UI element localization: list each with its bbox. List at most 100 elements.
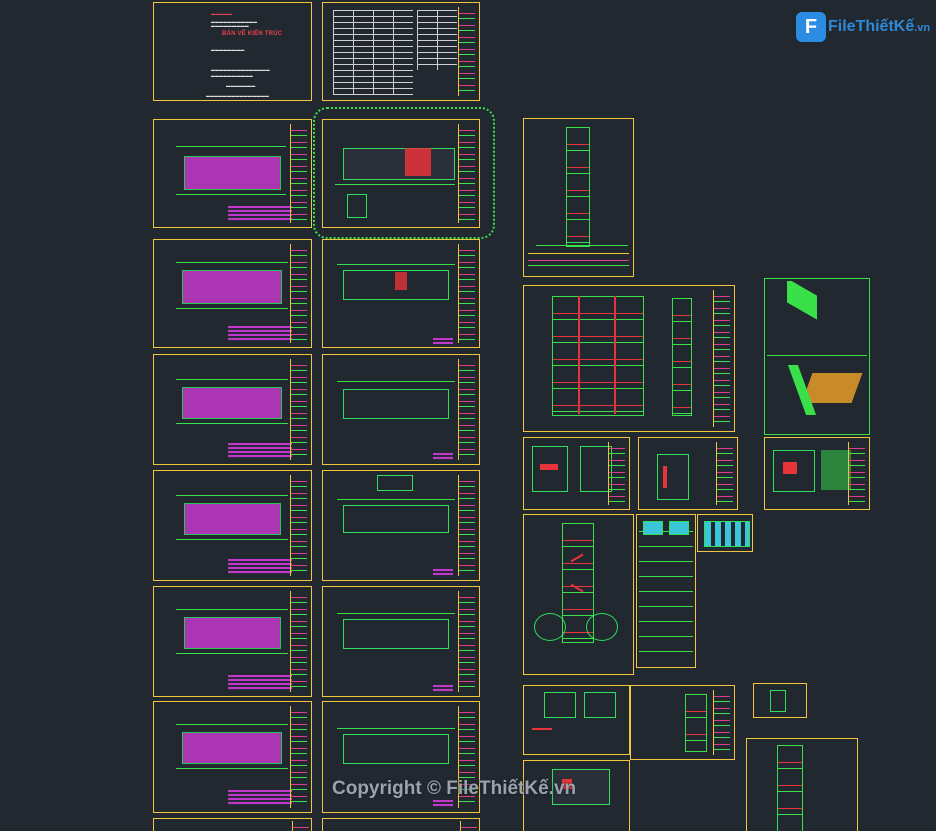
building-section bbox=[552, 296, 644, 416]
dimension-line bbox=[337, 264, 455, 265]
copyright-watermark: Copyright © FileThiếtKế.vn bbox=[332, 778, 577, 799]
door-schedule-sheet[interactable] bbox=[697, 514, 753, 552]
tree-symbol bbox=[586, 613, 618, 641]
sheet-content bbox=[526, 121, 631, 274]
room-legend bbox=[228, 559, 292, 575]
detail-sheet[interactable] bbox=[523, 437, 630, 510]
room-legend bbox=[433, 453, 453, 461]
floor-plan-sheet[interactable] bbox=[153, 239, 312, 348]
door-detail bbox=[704, 521, 750, 547]
detail-plan bbox=[377, 475, 413, 491]
detail-sheet[interactable] bbox=[523, 685, 630, 755]
detail-element bbox=[532, 728, 552, 730]
title-block bbox=[608, 442, 625, 505]
floor-plan-sheet[interactable] bbox=[322, 470, 480, 581]
section-line bbox=[405, 148, 431, 176]
sheet-content bbox=[641, 440, 735, 507]
sheet-content bbox=[325, 242, 477, 345]
floor-plan-sheet[interactable] bbox=[153, 119, 312, 228]
cover-line: ▬▬▬▬▬▬▬▬▬ bbox=[211, 23, 249, 28]
sheet-content bbox=[526, 288, 732, 429]
gate-elevation bbox=[685, 694, 707, 752]
dimension-line bbox=[176, 495, 288, 496]
drawing-list-table-left bbox=[333, 10, 413, 95]
title-block bbox=[458, 124, 475, 223]
title-block bbox=[290, 124, 307, 223]
window-detail bbox=[669, 521, 689, 535]
dimension-line bbox=[176, 423, 288, 424]
dimension-line bbox=[176, 262, 288, 263]
stair-section-sheet[interactable] bbox=[523, 514, 634, 675]
sheet-content bbox=[639, 517, 693, 665]
detail-sheet[interactable] bbox=[630, 685, 735, 760]
room-legend bbox=[228, 443, 292, 459]
sheet-content bbox=[325, 704, 477, 810]
floor-plan-sheet[interactable] bbox=[322, 586, 480, 697]
dimension-line bbox=[337, 499, 455, 500]
detail-plan bbox=[773, 450, 815, 492]
elevation-sheet[interactable] bbox=[523, 118, 634, 277]
floor-plan bbox=[182, 387, 282, 419]
detail-sheet[interactable] bbox=[523, 760, 630, 831]
floor-plan-sheet[interactable] bbox=[153, 818, 312, 831]
room-legend bbox=[228, 326, 292, 342]
window-schedule-sheet[interactable] bbox=[636, 514, 696, 668]
title-block bbox=[528, 253, 629, 272]
detail-sheet[interactable] bbox=[638, 437, 738, 510]
section-sheet[interactable] bbox=[523, 285, 735, 432]
floor-plan bbox=[343, 389, 449, 419]
drawing-list-sheet[interactable] bbox=[322, 2, 480, 101]
detail-sheet[interactable] bbox=[753, 683, 807, 718]
room-legend bbox=[228, 790, 292, 806]
floor-plan-sheet[interactable] bbox=[153, 354, 312, 465]
dimension-line bbox=[176, 768, 288, 769]
sheet-content bbox=[526, 763, 627, 831]
detail-sheet[interactable] bbox=[764, 437, 870, 510]
detail-plan bbox=[544, 692, 576, 718]
detail-plan bbox=[770, 690, 786, 712]
floor-plan-sheet[interactable] bbox=[322, 354, 480, 465]
side-elevation bbox=[672, 298, 692, 416]
detail-sheet[interactable] bbox=[764, 278, 870, 435]
dimension-line bbox=[176, 379, 288, 380]
floor-plan-sheet[interactable] bbox=[153, 470, 312, 581]
floor-plan-sheet[interactable] bbox=[322, 818, 480, 831]
floor-plan bbox=[343, 148, 455, 180]
floor-plan bbox=[343, 619, 449, 649]
floor-plan-sheet[interactable] bbox=[322, 239, 480, 348]
detail-plan bbox=[584, 692, 616, 718]
logo-wordmark: FileThiếtKế.vn bbox=[828, 18, 930, 36]
cover-sheet-content: ▬▬▬▬▬ ▬▬▬▬▬▬▬▬▬▬▬ ▬▬▬▬▬▬▬▬▬ BẢN VẼ KIẾN … bbox=[156, 5, 309, 98]
title-block bbox=[848, 442, 865, 505]
sheet-content bbox=[156, 122, 309, 225]
drawing-list-table-right bbox=[417, 10, 457, 70]
dimension-line bbox=[176, 539, 288, 540]
sheet-content bbox=[756, 686, 804, 715]
cover-sheet[interactable]: ▬▬▬▬▬ ▬▬▬▬▬▬▬▬▬▬▬ ▬▬▬▬▬▬▬▬▬ BẢN VẼ KIẾN … bbox=[153, 2, 312, 101]
sheet-content bbox=[156, 242, 309, 345]
dimension-line bbox=[176, 308, 288, 309]
section-column bbox=[578, 296, 580, 414]
floor-plan-sheet[interactable] bbox=[153, 586, 312, 697]
cover-line: ▬▬▬▬▬▬▬▬ bbox=[211, 47, 245, 52]
floor-plan bbox=[184, 156, 281, 190]
title-block bbox=[460, 821, 477, 831]
sheet-content bbox=[749, 741, 855, 831]
cover-title: BẢN VẼ KIẾN TRÚC bbox=[222, 31, 283, 37]
floor-plan bbox=[343, 270, 449, 300]
title-block bbox=[290, 706, 307, 808]
detail-plan bbox=[552, 769, 610, 805]
cover-line: ▬▬▬▬▬▬▬▬▬▬▬▬▬▬ bbox=[211, 67, 270, 72]
elevation-sheet[interactable] bbox=[746, 738, 858, 831]
floor-plan bbox=[184, 617, 281, 649]
level-line bbox=[536, 245, 628, 246]
title-block bbox=[290, 244, 307, 343]
floor-plan-sheet[interactable] bbox=[322, 701, 480, 813]
filethietke-logo-icon: F bbox=[796, 12, 826, 42]
site-plan-sheet[interactable] bbox=[322, 119, 480, 228]
floor-plan-sheet[interactable] bbox=[153, 701, 312, 813]
floor-plan bbox=[182, 732, 282, 764]
cover-line: ▬▬▬▬▬▬▬▬▬▬▬ bbox=[211, 19, 258, 24]
sheet-content bbox=[156, 473, 309, 578]
